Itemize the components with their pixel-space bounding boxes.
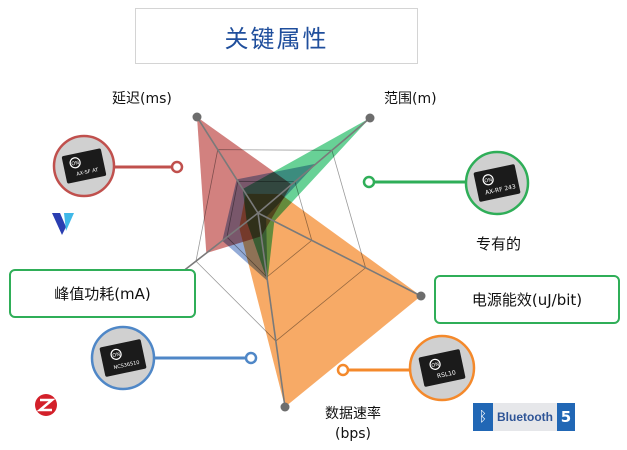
chip-logo-zigbee: ON [112,352,121,360]
chip-logo-proprietary: ON [484,177,493,185]
axis-label-datarate-line1: 数据速率 [325,406,381,422]
chip-logo-sigfox: ON [71,160,80,168]
radar-axis-energy [257,212,422,297]
chip-marking-ble: RSL10 [436,369,456,380]
radar-series-3 [239,193,421,407]
chip-logo-ble: ON [431,362,440,370]
chart-title: 关键属性 [135,8,418,64]
axis-label-energy: 电源能效(uJ/bit) [434,275,620,324]
connector-dot-sigfox [170,160,184,174]
radar-axis-range [257,117,371,214]
chip-sigfox: ON AX-SF AT [52,134,116,198]
zigbee-logo-icon [35,394,57,416]
proprietary-label: 专有的 [476,235,522,253]
axis-label-range: 范围(m) [384,91,437,107]
axis-label-datarate: 数据速率 (bps) [316,404,390,444]
radar-axis-latency [196,116,259,214]
axis-label-latency: 延迟(ms) [112,91,172,107]
radar-series [197,117,421,407]
radar-axes [159,112,426,412]
radar-axis-datarate [257,212,286,408]
connector-dot-zigbee [244,351,258,365]
bluetooth-version: 5 [557,403,575,431]
sigfox-logo-icon [52,213,74,235]
radar-axis-tip-latency [192,112,202,122]
chip-marking-sigfox: AX-SF AT [76,167,100,178]
axis-label-peakpower: 峰值功耗(mA) [9,269,196,318]
chip-ble: ON RSL10 [408,334,476,402]
chip-zigbee: ON NCS36510 [90,325,156,391]
radar-axis-tip-energy [416,291,426,301]
connector-dot-proprietary [362,175,376,189]
radar-axis-tip-range [365,113,375,123]
chip-marking-zigbee: NCS36510 [113,360,140,371]
bluetooth-5-badge: ᛒ Bluetooth 5 [473,403,575,431]
chip-proprietary: ON AX-RF 243 [464,150,530,216]
bluetooth-icon: ᛒ [473,403,493,431]
connector-dot-ble [336,363,350,377]
axis-label-datarate-line2: (bps) [335,426,371,442]
radar-axis-tip-datarate [280,402,290,412]
bluetooth-word: Bluetooth [497,410,553,424]
chip-connectors [112,160,470,377]
